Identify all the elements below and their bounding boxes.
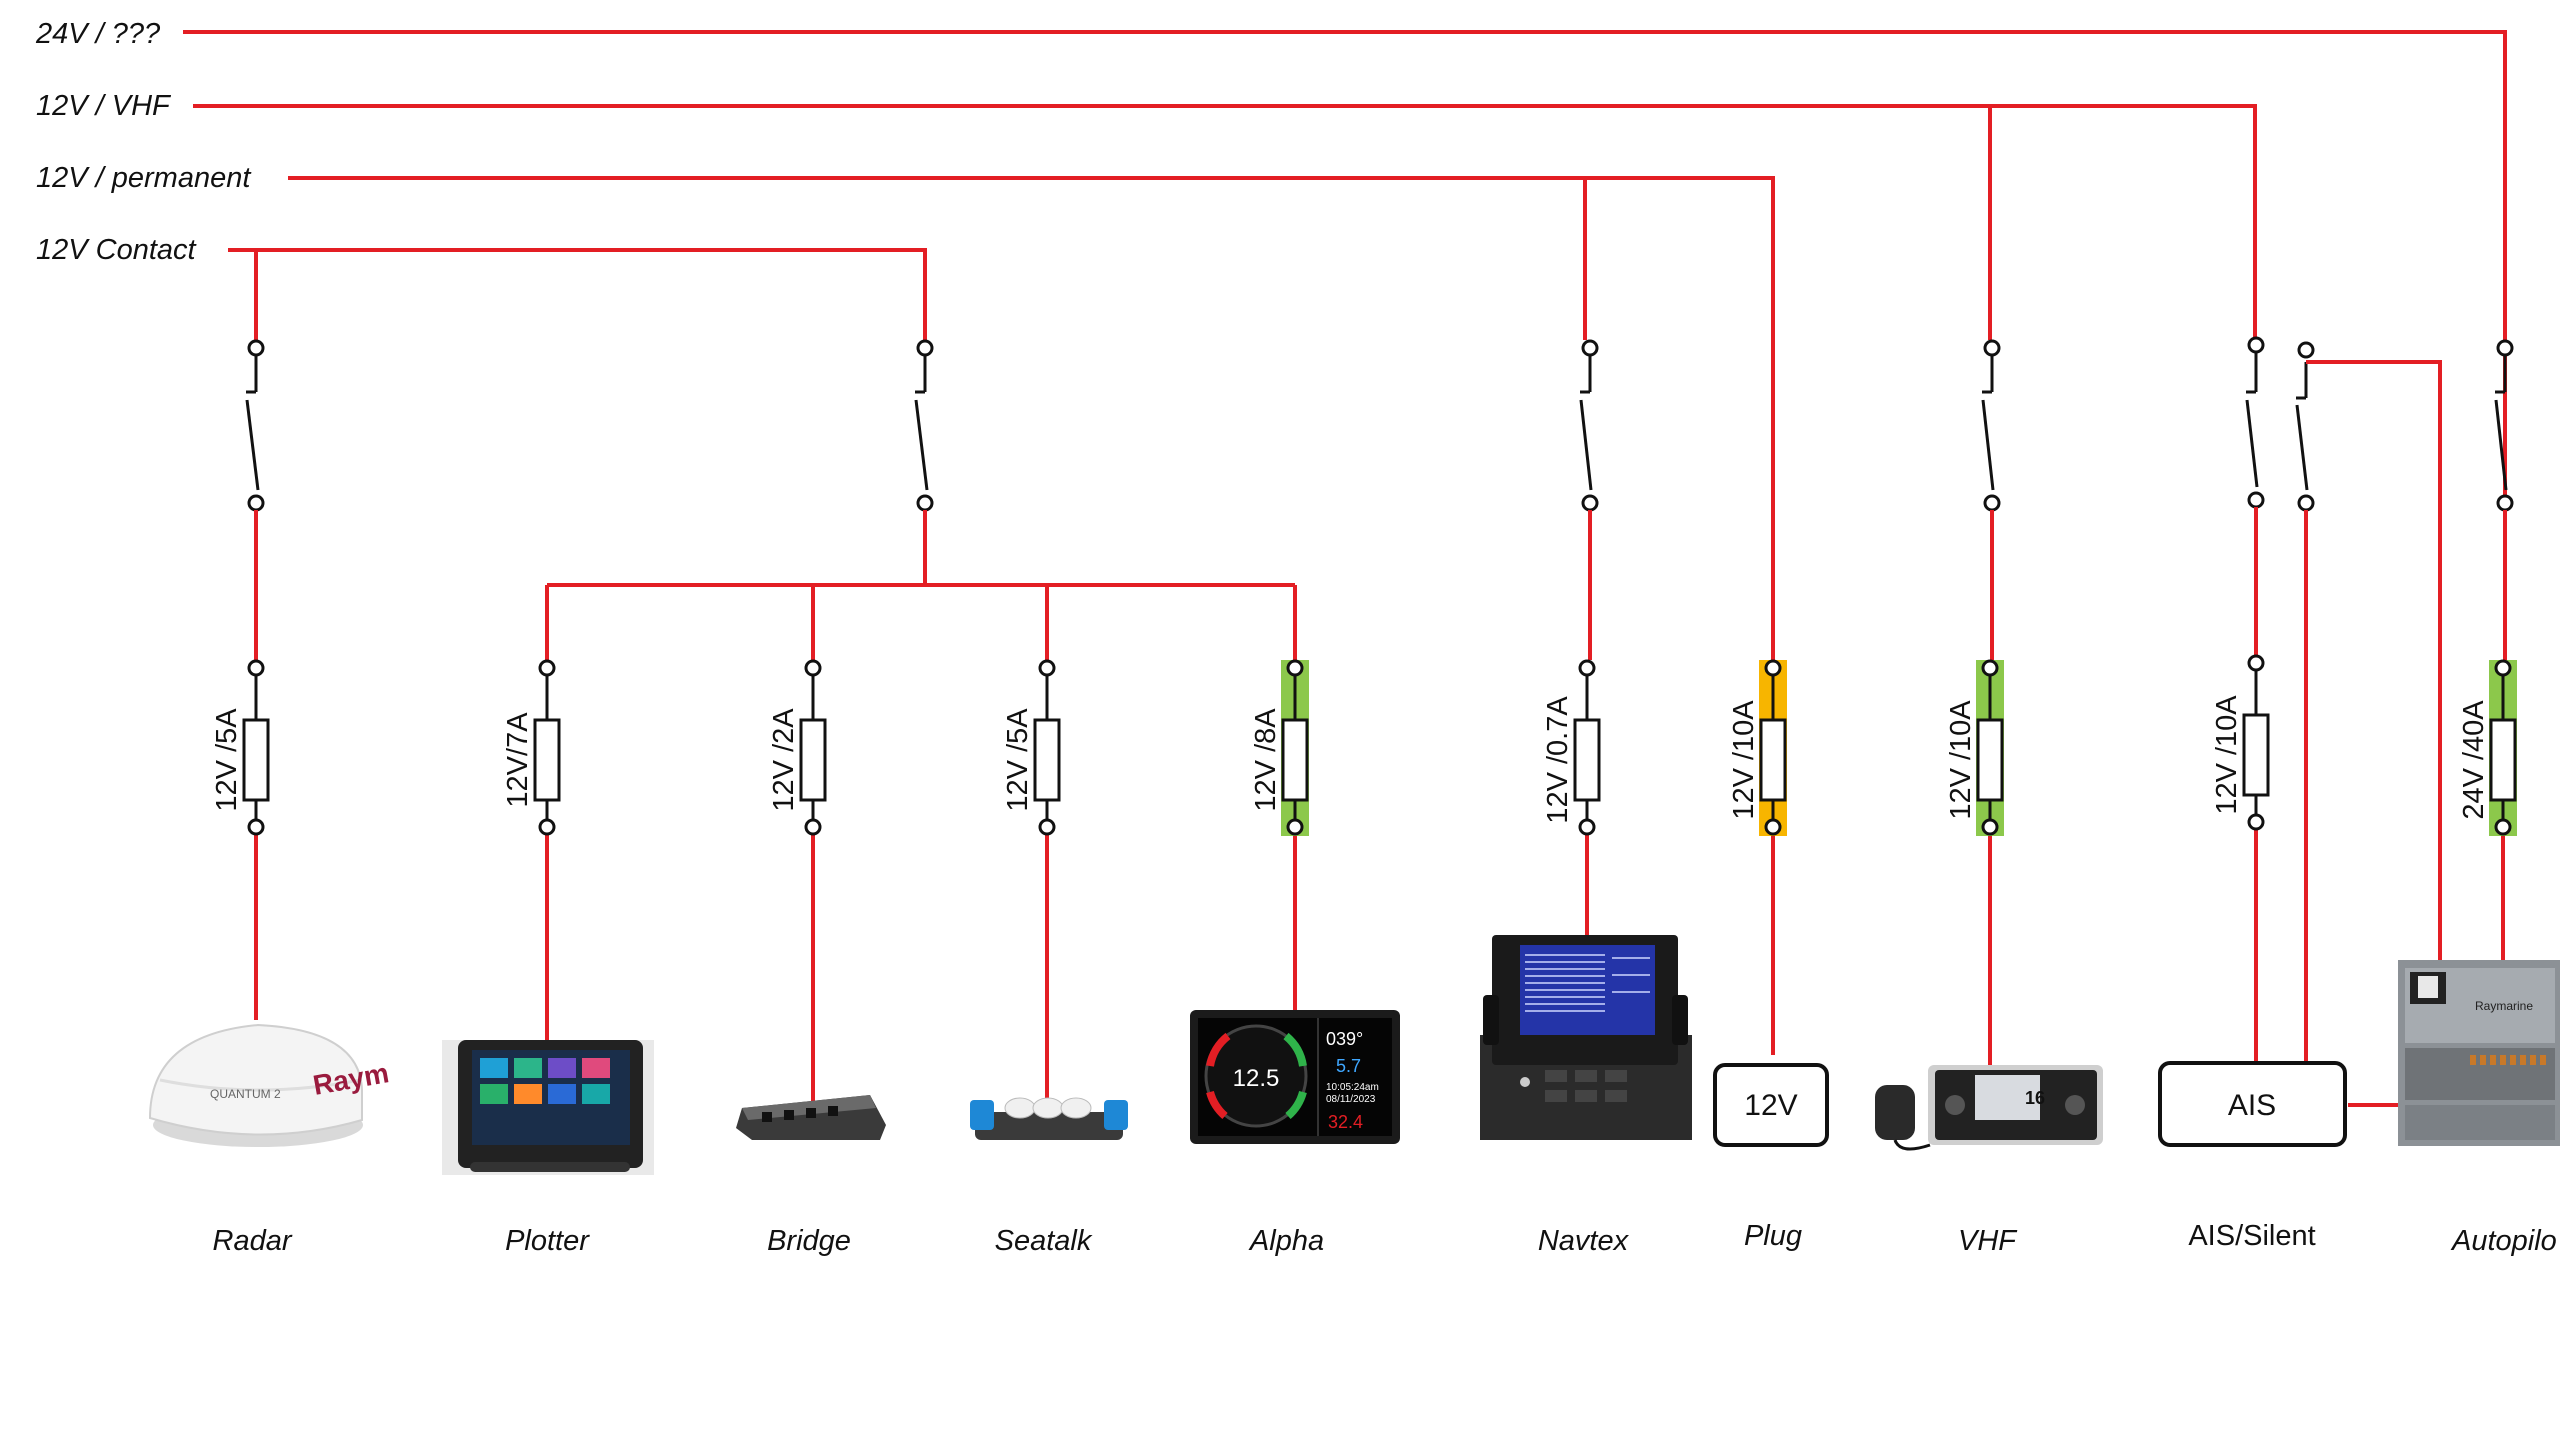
svg-text:5.7: 5.7 bbox=[1336, 1056, 1361, 1076]
device-label-ais-silent: AIS/Silent bbox=[2188, 1220, 2315, 1252]
branch-wires bbox=[254, 360, 2507, 1115]
bus-label-vhf: 12V / VHF bbox=[36, 90, 172, 122]
device-label-radar: Radar bbox=[213, 1225, 293, 1257]
fuse-label-navtex: 12V /0.7A bbox=[1542, 696, 1574, 824]
bus-label-24v: 24V / ??? bbox=[35, 18, 161, 50]
device-label-vhf: VHF bbox=[1958, 1225, 2018, 1257]
fuse-label-plotter: 12V/7A bbox=[502, 712, 534, 808]
ais-box: AIS bbox=[2158, 1061, 2347, 1147]
switch-contact-group bbox=[914, 339, 934, 512]
plug-box: 12V bbox=[1713, 1063, 1829, 1147]
svg-text:10:05:24am: 10:05:24am bbox=[1326, 1082, 1379, 1093]
fuse-radar: 12V /5A bbox=[211, 659, 270, 836]
bus-wires bbox=[183, 30, 2507, 1055]
fuse-label-plug: 12V /10A bbox=[1728, 700, 1760, 820]
svg-text:16: 16 bbox=[2025, 1088, 2045, 1108]
fuse-label-bridge: 12V /2A bbox=[768, 708, 800, 812]
autopilot-unit-icon: Raymarine bbox=[2398, 960, 2560, 1146]
svg-text:039°: 039° bbox=[1326, 1029, 1363, 1049]
bus-wire-vhf bbox=[193, 104, 2257, 340]
fuse-vhf: 12V /10A bbox=[1945, 659, 2004, 836]
device-label-navtex: Navtex bbox=[1538, 1225, 1630, 1257]
fuse-seatalk: 12V /5A bbox=[1002, 659, 1061, 836]
fuse-label-vhf: 12V /10A bbox=[1945, 700, 1977, 820]
bus-label-contact: 12V Contact bbox=[36, 234, 198, 266]
alpha-display-icon: 12.5 039° 5.7 10:05:24am 08/11/2023 32.4 bbox=[1190, 1010, 1400, 1144]
svg-text:32.4: 32.4 bbox=[1328, 1112, 1363, 1132]
svg-text:08/11/2023: 08/11/2023 bbox=[1326, 1094, 1376, 1105]
switch-navtex bbox=[1579, 339, 1599, 512]
fuse-layer: 12V /5A 12V/7A 12V /2A 12V /5A 12V /8A 12V /0… bbox=[211, 654, 2517, 836]
chartplotter-icon bbox=[442, 1040, 654, 1175]
fuse-navtex: 12V /0.7A bbox=[1542, 659, 1601, 836]
device-label-alpha: Alpha bbox=[1248, 1225, 1324, 1257]
fuse-bridge: 12V /2A bbox=[768, 659, 827, 836]
fuse-label-autopilot: 24V /40A bbox=[2458, 700, 2490, 820]
fuse-plug: 12V /10A bbox=[1728, 659, 1787, 836]
svg-text:AIS: AIS bbox=[2228, 1089, 2276, 1122]
fuse-label-seatalk: 12V /5A bbox=[1002, 708, 1034, 812]
fuse-ais: 12V /10A bbox=[2211, 654, 2270, 831]
svg-text:12.5: 12.5 bbox=[1233, 1065, 1280, 1092]
device-label-autopilot: Autopilo bbox=[2450, 1225, 2557, 1257]
fuse-autopilot: 24V /40A bbox=[2458, 659, 2517, 836]
svg-text:QUANTUM 2: QUANTUM 2 bbox=[210, 1087, 281, 1101]
fuse-label-ais: 12V /10A bbox=[2211, 695, 2243, 815]
radar-dome-icon: QUANTUM 2 Raym bbox=[148, 1023, 391, 1147]
fuse-label-alpha: 12V /8A bbox=[1250, 708, 1282, 812]
switch-vhf bbox=[1981, 339, 2001, 512]
vhf-radio-icon: 16 bbox=[1875, 1065, 2103, 1151]
bus-label-permanent: 12V / permanent bbox=[36, 162, 252, 194]
switch-ais bbox=[2245, 336, 2265, 509]
bus-wire-permanent bbox=[288, 176, 1775, 1055]
bus-wire-contact bbox=[228, 248, 927, 340]
device-label-plotter: Plotter bbox=[505, 1225, 590, 1257]
network-bridge-icon bbox=[736, 1095, 886, 1140]
device-label-seatalk: Seatalk bbox=[995, 1225, 1093, 1257]
device-label-plug: Plug bbox=[1744, 1220, 1802, 1252]
navtex-receiver-icon bbox=[1480, 935, 1692, 1140]
bus-wire-24v bbox=[183, 30, 2507, 680]
fuse-label-radar: 12V /5A bbox=[211, 708, 243, 812]
switch-ais-silent bbox=[2295, 341, 2315, 512]
device-label-bridge: Bridge bbox=[767, 1225, 851, 1257]
seatalk-connector-icon bbox=[970, 1097, 1128, 1140]
fuse-plotter: 12V/7A bbox=[502, 659, 561, 836]
svg-text:Raymarine: Raymarine bbox=[2475, 999, 2533, 1013]
fuse-alpha: 12V /8A bbox=[1250, 659, 1309, 836]
svg-text:12V: 12V bbox=[1744, 1089, 1797, 1122]
switch-radar bbox=[245, 339, 265, 512]
switch-autopilot bbox=[2494, 339, 2514, 512]
